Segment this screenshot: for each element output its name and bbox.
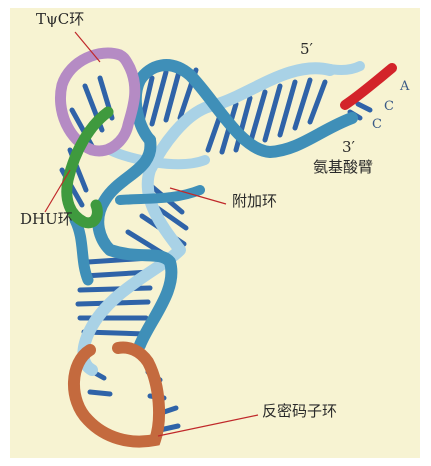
label-five-prime: 5′ — [300, 40, 313, 58]
rung — [277, 79, 298, 138]
leader-lines — [44, 31, 259, 437]
label-base-c2: C — [372, 117, 382, 132]
rung — [262, 83, 283, 143]
rung — [292, 77, 313, 131]
dark-strand-cross — [115, 185, 205, 205]
rung — [77, 285, 153, 293]
leader-line-dhu — [44, 169, 71, 213]
light-strand — [77, 62, 336, 376]
label-dhu-loop: DHU环 — [20, 210, 73, 228]
label-amino-acid-arm: 氨基酸臂 — [313, 158, 374, 176]
label-three-prime: 3′ — [342, 138, 355, 156]
leader-line-extra — [169, 187, 227, 205]
label-base-c1: C — [384, 99, 394, 114]
dhu-loop-shape — [61, 106, 114, 229]
rung — [307, 79, 328, 125]
dark-strand-middle — [92, 134, 178, 351]
label-extra-loop: 附加环 — [232, 192, 278, 210]
five-prime-end — [317, 61, 365, 75]
rung — [87, 389, 113, 397]
dark-strand-left — [69, 214, 94, 286]
leader-line-anticodon — [157, 414, 259, 437]
leader-line-tpsic — [74, 31, 101, 63]
acceptor-end-shape — [340, 63, 397, 110]
rung — [163, 65, 183, 123]
rung — [149, 69, 169, 127]
backbone-light — [77, 62, 336, 376]
rung — [247, 89, 268, 147]
label-anticodon-loop: 反密码子环 — [262, 402, 338, 420]
rung — [355, 101, 373, 113]
label-tpsic-loop: TψC环 — [36, 10, 85, 28]
label-base-a: A — [400, 79, 410, 94]
anticodon-loop-shape — [68, 341, 166, 448]
light-strand-segment — [105, 145, 210, 170]
tpsic-loop-shape — [55, 47, 141, 157]
